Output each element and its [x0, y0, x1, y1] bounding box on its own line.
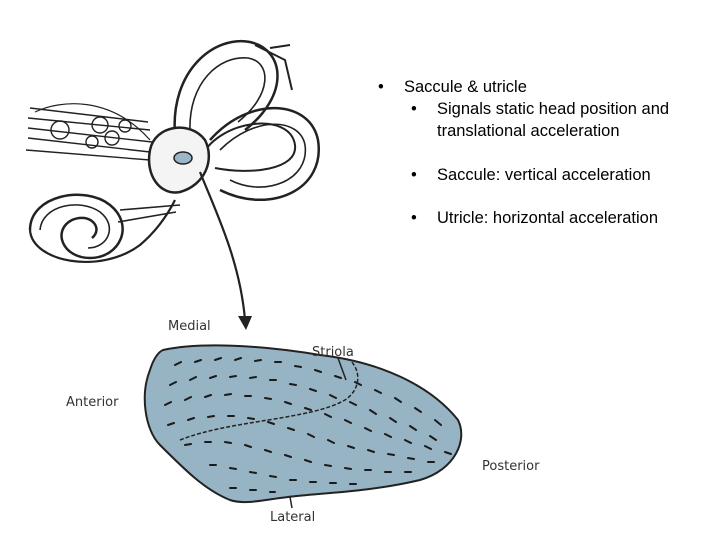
bullet-sub-2: • Saccule: vertical acceleration: [378, 164, 708, 186]
macula-outline: [145, 345, 461, 502]
bullet-sub-1-line-1: Signals static head position and: [437, 100, 669, 118]
bullet-main-text: Saccule & utricle: [404, 78, 527, 96]
posterior-canal: [210, 108, 319, 200]
bullet-marker: •: [378, 76, 384, 98]
pointer-line: [200, 172, 245, 320]
bullet-marker: •: [411, 207, 417, 229]
label-striola: Striola: [312, 345, 354, 360]
label-medial: Medial: [168, 319, 211, 334]
utricle-spot: [174, 152, 192, 164]
vestibular-nerve: [26, 108, 152, 160]
lateral-pointer: [290, 497, 292, 508]
bullet-sub-2-text: Saccule: vertical acceleration: [437, 166, 651, 184]
bullet-sub-1: • Signals static head position and trans…: [378, 98, 708, 142]
bullet-marker: •: [411, 164, 417, 186]
label-posterior: Posterior: [482, 459, 539, 474]
bullet-sub-3: • Utricle: horizontal acceleration: [378, 207, 708, 229]
label-anterior: Anterior: [66, 395, 118, 410]
pointer-arrowhead: [238, 316, 252, 330]
bullet-marker: •: [411, 98, 417, 120]
bullet-sub-1-line-2: translational acceleration: [437, 122, 620, 140]
bullet-main: • Saccule & utricle: [378, 76, 708, 98]
bullet-list: • Saccule & utricle • Signals static hea…: [378, 76, 708, 229]
bullet-sub-3-text: Utricle: horizontal acceleration: [437, 209, 658, 227]
label-lateral: Lateral: [270, 510, 315, 525]
